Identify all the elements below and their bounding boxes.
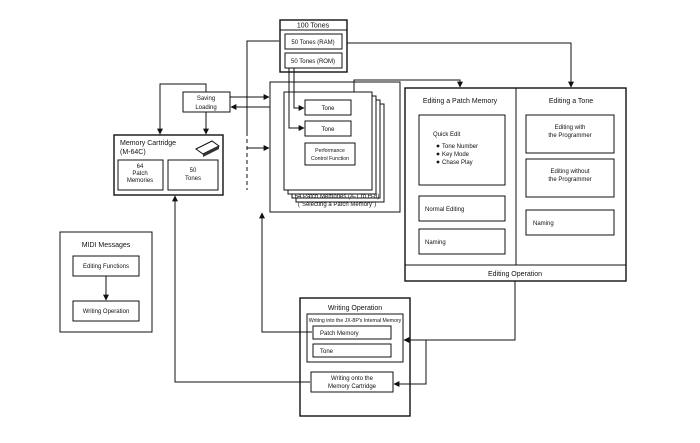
midi-title: MIDI Messages (82, 242, 131, 249)
cartridge-patch-line2: Patch (132, 171, 147, 177)
patch-tone2-label: Tone (321, 127, 335, 133)
tones-title: 100 Tones (297, 23, 330, 30)
writing-tone-label: Tone (320, 349, 334, 355)
patch-memories-box: Tone Tone Performance Control Function 6… (269, 81, 401, 213)
edit-tone-title: Editing a Tone (549, 98, 593, 105)
memory-cartridge-box: Memory Cartridge (M-64C) 64 Patch Memori… (113, 134, 224, 196)
editing-operation-label: Editing Operation (488, 271, 542, 278)
writing-title: Writing Operation (328, 305, 382, 312)
writing-patch-label: Patch Memory (320, 331, 359, 337)
writing-operation-box: Writing Operation Writing into the JX-8P… (299, 297, 411, 417)
cartridge-patch-line3: Memories (127, 178, 153, 184)
writing-cartridge-line1: Writing onto the (331, 376, 374, 382)
editing-operation-panel: Editing a Patch Memory Editing a Tone Ed… (404, 87, 627, 282)
saving-loading-box: Saving Loading (182, 91, 231, 113)
cartridge-tones-line1: 50 (190, 168, 197, 174)
tones-ram-label: 50 Tones (RAM) (291, 40, 334, 46)
cartridge-title-line2: (M-64C) (120, 149, 146, 156)
tones-rom-label: 50 Tones (ROM) (291, 59, 335, 65)
perf-line1: Performance (315, 148, 345, 154)
tones-box: 100 Tones 50 Tones (RAM) 50 Tones (ROM) (279, 19, 348, 73)
quick-edit-title: Quick Edit (433, 132, 461, 138)
saving-label: Saving (197, 96, 215, 102)
edit-with-line2: the Programmer (548, 133, 591, 139)
quick-item-chase-play: Chase Play (442, 160, 473, 166)
quick-item-key-mode: Key Mode (442, 152, 470, 158)
writing-cartridge-line2: Memory Cartridge (328, 384, 377, 390)
writing-internal-label: Writing into the JX-8P's Internal Memory (309, 318, 402, 324)
midi-writing-operation: Writing Operation (83, 309, 130, 315)
connectors (157, 40, 574, 387)
edit-with-line1: Editing with (555, 125, 586, 131)
normal-editing-label: Normal Editing (425, 207, 464, 213)
tone-naming-label: Naming (533, 221, 554, 227)
patch-caption-line2: ("Selecting a Patch Memory") (298, 202, 376, 208)
patch-caption-line1: 64 Patch Memories (A-1 to H-8) (295, 194, 380, 200)
cartridge-icon (195, 140, 220, 157)
loading-label: Loading (195, 105, 216, 111)
quick-item-tone-number: Tone Number (442, 144, 478, 150)
perf-line2: Control Function (311, 156, 349, 162)
midi-editing-functions: Editing Functions (83, 264, 129, 270)
patch-tone1-label: Tone (321, 106, 335, 112)
midi-messages-box: MIDI Messages Editing Functions Writing … (59, 231, 153, 333)
cartridge-title-line1: Memory Cartridge (120, 140, 176, 147)
cartridge-patch-line1: 64 (137, 164, 144, 170)
cartridge-tones-line2: Tones (185, 176, 201, 182)
edit-without-line2: the Programmer (548, 177, 591, 183)
edit-patch-title: Editing a Patch Memory (423, 98, 498, 105)
patch-naming-label: Naming (425, 240, 446, 246)
edit-without-line1: Editing without (550, 169, 589, 175)
